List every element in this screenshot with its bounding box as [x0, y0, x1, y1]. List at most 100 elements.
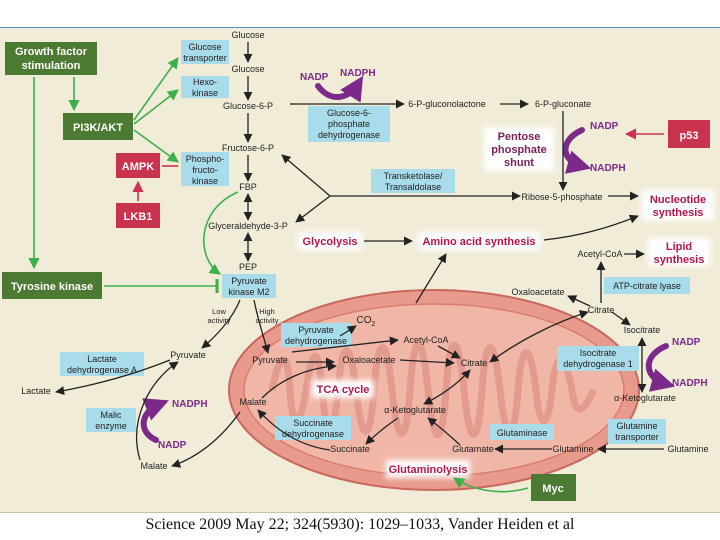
enzyme-sdh: Succinate dehydrogenase [275, 416, 351, 440]
process-glycolysis: Glycolysis [298, 232, 362, 250]
tyrosine-kinase-box: Tyrosine kinase [2, 272, 102, 299]
enzyme-pkm2: Pyruvate kinase M2 [222, 274, 276, 298]
arrow-glutamate-akg [427, 417, 461, 446]
malate-cytosol: Malate [140, 461, 167, 471]
svg-text:dehydrogenase 1: dehydrogenase 1 [563, 359, 633, 369]
svg-text:stimulation: stimulation [22, 60, 81, 72]
svg-text:Growth factor: Growth factor [15, 46, 88, 58]
acetyl-coa-mito: Acetyl-CoA [403, 335, 448, 345]
glyceraldehyde-3-p: Glyceraldehyde-3-P [208, 221, 288, 231]
arrow-fbp-pkm2 [203, 191, 239, 275]
svg-text:Transketolase/: Transketolase/ [384, 171, 443, 181]
svg-text:Pyruvate: Pyruvate [298, 325, 334, 335]
ribose-5-phosphate: Ribose-5-phosphate [521, 192, 602, 202]
svg-text:Lactate: Lactate [87, 354, 117, 364]
svg-text:shunt: shunt [504, 157, 534, 169]
malic-nadph-arrow [140, 398, 169, 443]
svg-text:Phospho-: Phospho- [186, 154, 225, 164]
alpha-ketoglutarate-mito: α-Ketoglutarate [384, 405, 446, 415]
ppp-nadph-arrow [562, 127, 592, 174]
enzyme-hexokinase: Hexo- kinase [181, 76, 229, 98]
pep: PEP [239, 262, 257, 272]
svg-text:Tyrosine kinase: Tyrosine kinase [11, 281, 93, 293]
process-glutaminolysis: Glutaminolysis [386, 460, 470, 478]
svg-text:Nucleotide: Nucleotide [650, 194, 706, 206]
malate-mito: Malate [239, 397, 266, 407]
svg-text:Lipid: Lipid [666, 241, 692, 253]
glutamine-cytosol: Glutamine [552, 444, 593, 454]
svg-text:LKB1: LKB1 [124, 211, 153, 223]
arrow-citrate-oaa [567, 295, 591, 307]
arrow-acetylcoa-citrate [437, 345, 461, 359]
high-activity-label-2: activity [256, 316, 279, 325]
enzyme-ldha: Lactate dehydrogenase A [60, 352, 144, 376]
myc-box: Myc [531, 474, 576, 501]
process-lipid: Lipid synthesis [648, 238, 710, 266]
lkb1-box: LKB1 [116, 203, 160, 228]
svg-text:Glutaminolysis: Glutaminolysis [389, 464, 468, 476]
arrow-pi3k-hexokinase [133, 89, 179, 125]
arrow-citrate-export [489, 310, 589, 363]
growth-factor-box: Growth factor stimulation [5, 42, 97, 75]
arrow-malate-pyruvate [136, 361, 179, 461]
svg-text:Glutaminase: Glutaminase [497, 428, 548, 438]
glutamate: Glutamate [452, 444, 494, 454]
enzyme-transketolase: Transketolase/ Transaldolase [371, 169, 455, 193]
citrate-mito: Citrate [461, 358, 488, 368]
svg-text:transporter: transporter [615, 432, 659, 442]
arrow-pkm2-high [253, 299, 271, 354]
top-rule [0, 27, 720, 28]
glucose-extracellular: Glucose [231, 30, 264, 40]
nadp-malic: NADP [158, 440, 187, 451]
fbp: FBP [239, 182, 257, 192]
glutamine-extracellular: Glutamine [667, 444, 708, 454]
glucose: Glucose [231, 64, 264, 74]
enzyme-g6pd: Glucose-6- phosphate dehydrogenase [308, 106, 390, 142]
process-nucleotide: Nucleotide synthesis [642, 190, 714, 220]
arrow-succinate-malate [257, 409, 331, 451]
nadp-g6pd: NADP [300, 72, 329, 83]
nadp-idh: NADP [672, 337, 701, 348]
svg-text:dehydrogenase A: dehydrogenase A [67, 365, 137, 375]
arrow-pi3k-pfk [133, 129, 179, 163]
svg-text:phosphate: phosphate [491, 144, 547, 156]
oxaloacetate-mito: Oxaloacetate [342, 355, 395, 365]
nadp-ppp: NADP [590, 121, 619, 132]
svg-text:Pentose: Pentose [498, 131, 541, 143]
oxaloacetate-cytosol: Oxaloacetate [511, 287, 564, 297]
svg-text:Succinate: Succinate [293, 418, 333, 428]
svg-text:kinase: kinase [192, 88, 218, 98]
svg-text:Malic: Malic [100, 410, 122, 420]
arrow-oaa-citrate [399, 358, 455, 368]
low-activity-label: Low [212, 307, 226, 316]
svg-text:phosphate: phosphate [328, 119, 370, 129]
arrow-pkm2-low [201, 299, 241, 349]
svg-text:Glutamine: Glutamine [616, 421, 657, 431]
pi3k-akt-box: PI3K/AKT [63, 113, 133, 140]
fructose-6-p: Fructose-6-P [222, 143, 274, 153]
arrow-mito-malate-out [171, 411, 241, 468]
enzyme-idh1: Isocitrate dehydrogenase 1 [557, 346, 639, 371]
svg-text:TCA cycle: TCA cycle [317, 384, 370, 396]
svg-text:Amino acid synthesis: Amino acid synthesis [422, 236, 535, 248]
arrow-mito-amino [415, 253, 447, 304]
arrow-akg-succinate [365, 417, 399, 445]
low-activity-label-2: activity [208, 316, 231, 325]
ampk-box: AMPK [116, 153, 160, 178]
process-tca: TCA cycle [312, 380, 374, 398]
svg-text:synthesis: synthesis [653, 207, 704, 219]
svg-text:Hexo-: Hexo- [193, 77, 217, 87]
arrow-malate-oaa [261, 362, 337, 399]
glucose-6-p: Glucose-6-P [223, 101, 273, 111]
pyruvate-mito: Pyruvate [252, 355, 288, 365]
enzyme-glutamine-transporter: Glutamine transporter [608, 419, 666, 444]
arrow-amino-nucleotide [543, 214, 639, 241]
enzyme-glucose-transporter: Glucose transporter [181, 40, 229, 64]
citrate-cytosol: Citrate [588, 305, 615, 315]
svg-text:Glucose: Glucose [188, 42, 221, 52]
arrow-pyruvate-acetylcoa [291, 336, 399, 353]
svg-text:PI3K/AKT: PI3K/AKT [73, 122, 123, 134]
pyruvate-cytosol: Pyruvate [170, 350, 206, 360]
high-activity-label: High [259, 307, 274, 316]
gluconate: 6-P-gluconate [535, 99, 591, 109]
